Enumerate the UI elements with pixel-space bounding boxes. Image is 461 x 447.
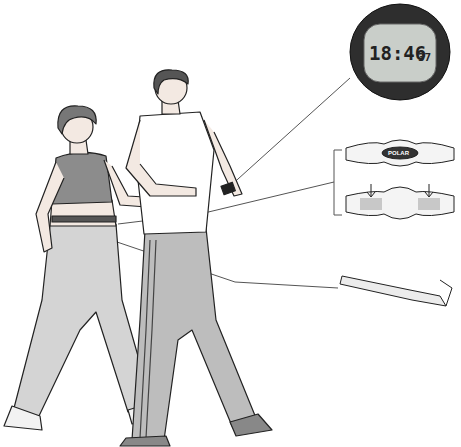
watch-time: 18:46: [369, 44, 426, 63]
leader-line: [235, 282, 338, 288]
electrode-area: [360, 198, 382, 210]
pants: [132, 228, 256, 440]
shoe: [4, 406, 42, 430]
watch-case: [350, 4, 450, 100]
watch-seconds: 37: [418, 52, 431, 63]
bracket: [334, 150, 342, 215]
arm: [126, 120, 196, 196]
shoe: [230, 414, 272, 436]
pants-stripes: [140, 240, 156, 438]
watch-display: [364, 24, 436, 82]
hair: [58, 106, 96, 134]
logo-oval: [382, 147, 418, 159]
arm: [36, 162, 64, 252]
strap-band: [340, 276, 446, 306]
elastic-strap: [340, 276, 452, 306]
transmitter-back: [346, 187, 454, 219]
arm: [204, 120, 242, 196]
arrow-symbol: [367, 184, 433, 197]
logo-text: POLAR: [388, 150, 409, 156]
chest-strap: [52, 216, 116, 222]
leader-line: [200, 182, 334, 214]
strap-buckle: [440, 280, 452, 306]
wrist-watch: [221, 182, 235, 195]
leader-line: [228, 78, 350, 188]
electrode-area: [418, 198, 440, 210]
transmitter-views: [346, 140, 454, 219]
pants: [14, 224, 152, 418]
hair: [154, 70, 188, 94]
transmitter-front: [346, 140, 454, 166]
man-figure: [120, 70, 272, 446]
watch-inset: [350, 4, 450, 100]
shoe: [120, 436, 170, 446]
